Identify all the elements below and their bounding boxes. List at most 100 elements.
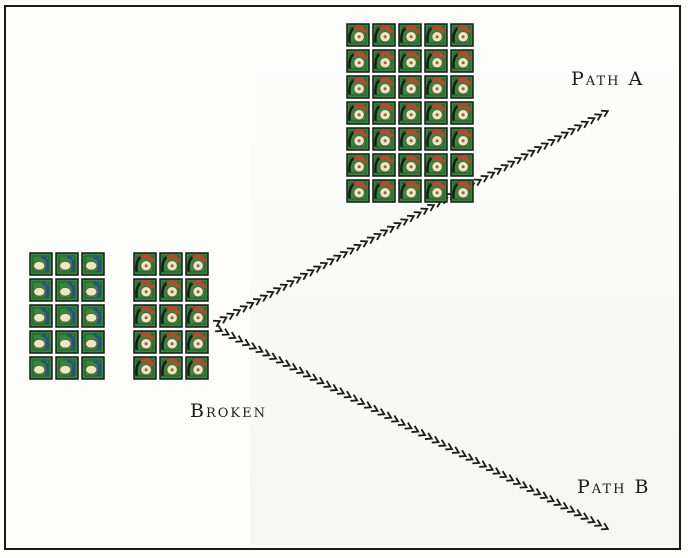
red-bird-tile	[346, 153, 370, 177]
chevron-arrow	[246, 301, 255, 310]
chevron-arrow	[233, 308, 242, 317]
red-bird-tile	[424, 153, 448, 177]
green-egg-tile	[55, 356, 79, 380]
broken-label: Broken	[190, 400, 267, 422]
chevron-arrow	[248, 342, 258, 350]
chevron-arrow	[519, 481, 529, 489]
chevron-arrow	[594, 113, 603, 121]
red-bird-tile	[159, 304, 183, 328]
chevron-arrow	[465, 453, 474, 461]
chevron-arrow	[601, 522, 610, 531]
chevron-arrow	[386, 225, 396, 234]
chevron-arrow	[326, 258, 335, 266]
chevron-arrow	[554, 135, 563, 143]
broken-right-tile-grid	[133, 252, 209, 380]
chevron-arrow	[499, 470, 508, 479]
chevron-arrow	[507, 160, 516, 168]
red-bird-tile	[185, 304, 209, 328]
chevron-arrow	[560, 131, 570, 139]
red-bird-tile	[424, 179, 448, 203]
chevron-arrow	[377, 408, 386, 416]
chevron-arrow	[411, 425, 420, 433]
red-bird-tile	[133, 304, 157, 328]
red-bird-tile	[185, 252, 209, 276]
red-bird-tile	[159, 278, 183, 302]
chevron-arrow	[239, 305, 249, 313]
chevron-arrow	[413, 211, 422, 219]
chevron-arrow	[235, 335, 244, 343]
chevron-arrow	[266, 290, 275, 299]
green-egg-tile	[81, 330, 105, 354]
red-bird-tile	[424, 23, 448, 47]
diagram-frame	[4, 5, 681, 550]
red-bird-tile	[372, 127, 396, 151]
chevron-arrow	[269, 352, 278, 361]
chevron-arrow	[427, 203, 436, 212]
chevron-arrow	[279, 283, 289, 292]
chevron-arrow	[316, 376, 325, 385]
red-bird-tile	[372, 153, 396, 177]
chevron-arrow	[262, 349, 271, 357]
red-bird-tile	[185, 278, 209, 302]
chevron-arrow	[452, 446, 461, 454]
chevron-arrow	[506, 474, 515, 482]
chevron-arrow	[366, 236, 376, 244]
chevron-arrow	[273, 287, 282, 295]
chevron-arrow	[299, 272, 309, 281]
chevron-arrow	[306, 269, 315, 277]
chevron-arrow	[520, 153, 529, 161]
green-egg-tile	[29, 252, 53, 276]
chevron-arrow	[487, 171, 496, 179]
red-bird-tile	[450, 23, 474, 47]
chevron-arrow	[397, 418, 407, 427]
red-bird-tile	[346, 101, 370, 125]
green-egg-tile	[55, 330, 79, 354]
chevron-arrow	[492, 467, 501, 475]
chevron-arrow	[323, 380, 332, 388]
chevron-arrow	[357, 397, 366, 406]
path-a-label: Path A	[571, 68, 645, 90]
chevron-arrow	[303, 369, 312, 378]
chevron-arrow	[479, 460, 488, 468]
chevron-arrow	[438, 439, 447, 447]
chevron-arrow	[527, 149, 536, 158]
red-bird-tile	[424, 75, 448, 99]
red-bird-tile	[398, 75, 422, 99]
chevron-arrow	[259, 294, 269, 302]
red-bird-tile	[398, 153, 422, 177]
green-egg-tile	[81, 356, 105, 380]
chevron-arrow	[534, 146, 543, 154]
chevron-arrow	[346, 247, 356, 255]
chevron-arrow	[255, 345, 264, 354]
chevron-arrow	[553, 498, 562, 506]
red-bird-tile	[346, 127, 370, 151]
chevron-arrow	[458, 449, 468, 458]
chevron-arrow	[547, 138, 556, 147]
red-bird-tile	[398, 49, 422, 73]
chevron-arrow	[242, 338, 251, 347]
chevron-arrow	[393, 222, 402, 230]
red-bird-tile	[450, 75, 474, 99]
chevron-arrow	[289, 362, 298, 371]
green-egg-tile	[29, 356, 53, 380]
green-egg-tile	[81, 252, 105, 276]
chevron-arrow	[353, 243, 362, 252]
green-egg-tile	[29, 278, 53, 302]
chevron-arrow	[380, 229, 389, 237]
red-bird-tile	[372, 23, 396, 47]
chevron-arrow	[500, 164, 509, 172]
chevron-arrow	[360, 240, 369, 248]
chevron-arrow	[373, 232, 382, 241]
broken-left-tile-grid	[29, 252, 105, 380]
chevron-arrow	[546, 494, 556, 503]
chevron-arrow	[587, 515, 596, 524]
red-bird-tile	[346, 179, 370, 203]
red-bird-tile	[159, 330, 183, 354]
red-bird-tile	[398, 179, 422, 203]
red-bird-tile	[372, 179, 396, 203]
red-bird-tile	[185, 356, 209, 380]
path-a-tile-grid	[346, 23, 474, 203]
chevron-arrow	[391, 415, 400, 423]
